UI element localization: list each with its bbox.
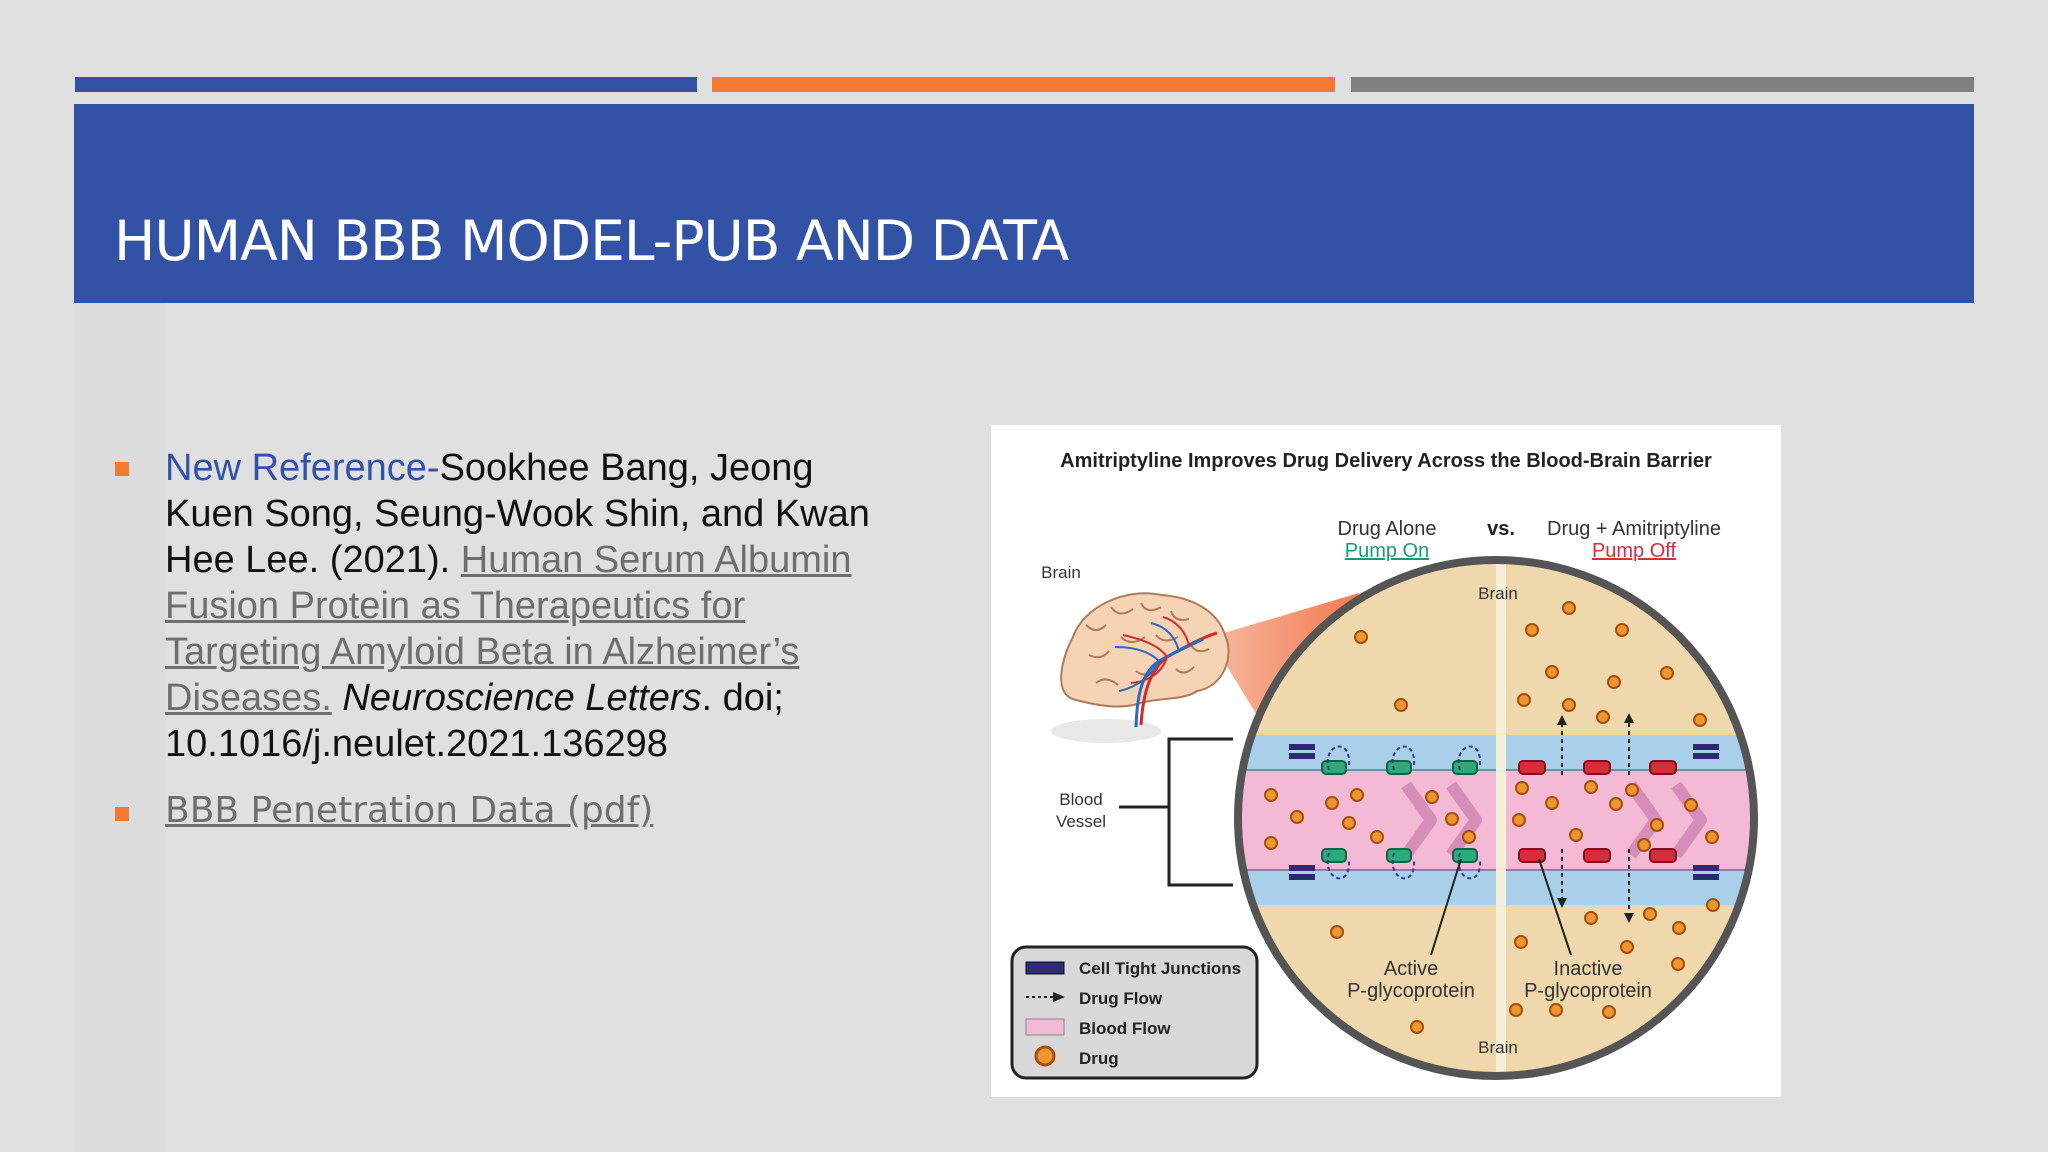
brain-top-label: Brain [1478, 584, 1518, 603]
accent-bar-gray [1351, 77, 1974, 92]
inactive-pgp-pumps [1518, 760, 1677, 863]
drug-efflux-arrows [1326, 745, 1482, 880]
active-label-2: P-glycoprotein [1347, 980, 1475, 1002]
pump-on-label: Pump On [1345, 540, 1429, 562]
figure-title: Amitriptyline Improves Drug Delivery Acr… [1060, 450, 1712, 472]
drug-flow-arrow-icon [1053, 992, 1065, 1002]
vs-label: vs. [1487, 518, 1515, 540]
inactive-pointer [1538, 858, 1572, 956]
arrow-heads [1557, 713, 1634, 923]
legend-blood-flow: Blood Flow [1079, 1019, 1171, 1038]
brain-icon [1051, 592, 1230, 743]
bullet-marker [115, 462, 129, 476]
tight-junction-group [1289, 744, 1719, 880]
bbb-figure: Amitriptyline Improves Drug Delivery Acr… [991, 425, 1781, 1097]
reference-authors: Sookhee Bang, Jeong Kuen Song, Seung-Woo… [165, 447, 870, 581]
left-margin-strip [74, 303, 166, 1152]
drug-influx-arrows [1561, 721, 1630, 915]
reference-prefix: New Reference- [165, 447, 440, 489]
pump-off-label: Pump Off [1592, 540, 1677, 562]
blood-flow-legend-swatch [1025, 1018, 1065, 1036]
junction-legend-swatch [1025, 961, 1065, 975]
reference-doi: . doi; 10.1016/j.neulet.2021.136298 [165, 677, 784, 765]
magnified-view [1234, 556, 1758, 1080]
inactive-label-1: Inactive [1554, 958, 1623, 980]
legend-drug: Drug [1079, 1049, 1119, 1068]
journal-name: Neuroscience Letters [342, 677, 702, 719]
inactive-label-2: P-glycoprotein [1524, 980, 1652, 1002]
drug-legend-swatch [1034, 1045, 1056, 1067]
drug-alone-heading: Drug Alone [1338, 518, 1437, 540]
title-band: HUMAN BBB MODEL-PUB AND DATA [74, 104, 1974, 303]
accent-bar-blue [75, 77, 697, 92]
blood-label: Blood [1059, 790, 1102, 809]
active-label-1: Active [1384, 958, 1438, 980]
active-pointer [1430, 858, 1462, 956]
brain-bottom-label: Brain [1478, 1038, 1518, 1057]
bullet-marker [115, 807, 129, 821]
vessel-bracket [1119, 737, 1233, 887]
figure-legend: Cell Tight Junctions Drug Flow Blood Flo… [1010, 945, 1259, 1080]
bbb-data-link[interactable]: BBB Penetration Data (pdf) [165, 790, 654, 831]
slide-title: HUMAN BBB MODEL-PUB AND DATA [114, 209, 1069, 273]
drug-amitriptyline-heading: Drug + Amitriptyline [1547, 518, 1721, 540]
vessel-label: Vessel [1056, 812, 1106, 831]
reference-text: New Reference-Sookhee Bang, Jeong Kuen S… [165, 445, 905, 767]
brain-label: Brain [1041, 563, 1081, 582]
accent-bar-orange [712, 77, 1335, 92]
legend-drug-flow: Drug Flow [1079, 989, 1163, 1008]
legend-junctions: Cell Tight Junctions [1079, 959, 1241, 978]
article-link[interactable]: Human Serum Albumin Fusion Protein as Th… [165, 539, 852, 719]
active-pgp-pumps [1321, 760, 1478, 863]
drug-particles [1264, 601, 1720, 1034]
